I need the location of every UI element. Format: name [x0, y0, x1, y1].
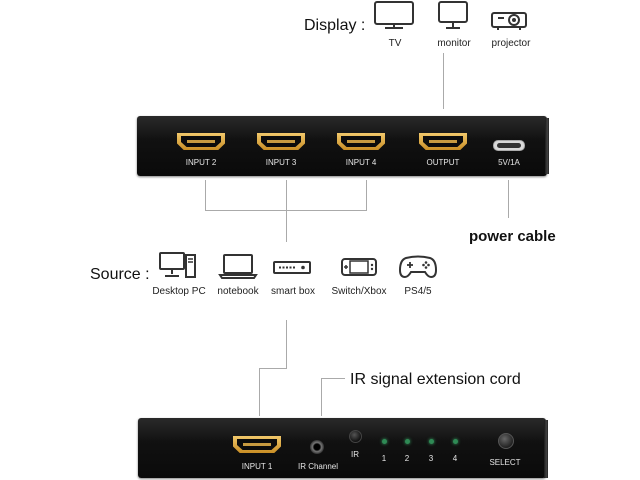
- hdmi-port-output: [419, 133, 467, 150]
- led-label-3: 3: [428, 454, 434, 463]
- ir-cord-line-vertical: [321, 378, 322, 416]
- desktop-pc-icon: [159, 252, 196, 278]
- power-cable-line: [508, 180, 509, 218]
- inputs-bracket-bottom: [205, 210, 367, 211]
- led-indicator-3: [429, 439, 434, 444]
- hdmi-port-input-2: [177, 133, 225, 150]
- port-label-input-2: INPUT 2: [185, 158, 217, 167]
- power-cable-label: power cable: [469, 228, 556, 245]
- led-indicator-1: [382, 439, 387, 444]
- select-button[interactable]: [498, 433, 514, 449]
- hdmi-port-input-1: [233, 436, 281, 453]
- led-indicator-4: [453, 439, 458, 444]
- led-indicator-2: [405, 439, 410, 444]
- source-item-smart-box-label: smart box: [271, 286, 315, 297]
- smart-box-icon: [273, 261, 311, 274]
- port-label-input-1: INPUT 1: [241, 462, 273, 471]
- display-connector-line: [443, 53, 444, 109]
- switch-console-icon: [341, 258, 377, 276]
- port-label-input-4: INPUT 4: [345, 158, 377, 167]
- top-switch-device: INPUT 2 INPUT 3 INPUT 4 OUTPUT 5V/1A: [137, 116, 547, 176]
- source-connector-horizontal: [259, 368, 287, 369]
- led-label-1: 1: [381, 454, 387, 463]
- projector-icon: [491, 12, 527, 30]
- port-label-input-3: INPUT 3: [265, 158, 297, 167]
- inputs-bracket-left: [205, 180, 206, 210]
- source-item-switch-xbox-label: Switch/Xbox: [331, 286, 387, 297]
- led-label-2: 2: [404, 454, 410, 463]
- source-heading: Source :: [90, 266, 150, 283]
- hdmi-port-input-4: [337, 133, 385, 150]
- display-heading: Display :: [304, 17, 366, 34]
- monitor-icon: [438, 1, 468, 29]
- port-label-output: OUTPUT: [426, 158, 460, 167]
- ir-channel-jack: [310, 440, 324, 454]
- ir-cord-line-horizontal: [321, 378, 345, 379]
- power-port: [493, 140, 525, 151]
- source-item-notebook-label: notebook: [217, 286, 259, 297]
- notebook-icon: [218, 254, 258, 279]
- bottom-switch-device: INPUT 1 IR Channel IR 1 2 3 4 SELECT: [138, 418, 546, 478]
- source-item-ps45-label: PS4/5: [404, 286, 432, 297]
- display-item-monitor-label: monitor: [437, 38, 471, 49]
- display-item-tv-label: TV: [388, 38, 402, 49]
- gamepad-icon: [398, 255, 438, 279]
- source-connector-vertical-top: [286, 320, 287, 368]
- display-item-projector-label: projector: [491, 38, 531, 49]
- source-connector-vertical-bottom: [259, 368, 260, 416]
- inputs-bracket-right: [366, 180, 367, 210]
- ir-cord-label: IR signal extension cord: [350, 371, 521, 388]
- ir-sensor: [349, 430, 362, 443]
- top-device-side-edge: [545, 118, 549, 174]
- inputs-bracket-middle: [286, 180, 287, 242]
- port-label-ir-channel: IR Channel: [297, 462, 339, 471]
- hdmi-port-input-3: [257, 133, 305, 150]
- port-label-ir: IR: [351, 450, 359, 459]
- port-label-power: 5V/1A: [498, 158, 520, 167]
- select-button-label: SELECT: [489, 458, 521, 467]
- tv-icon: [374, 1, 414, 29]
- led-label-4: 4: [452, 454, 458, 463]
- source-item-desktop-pc-label: Desktop PC: [152, 286, 206, 297]
- bottom-device-side-edge: [544, 420, 548, 478]
